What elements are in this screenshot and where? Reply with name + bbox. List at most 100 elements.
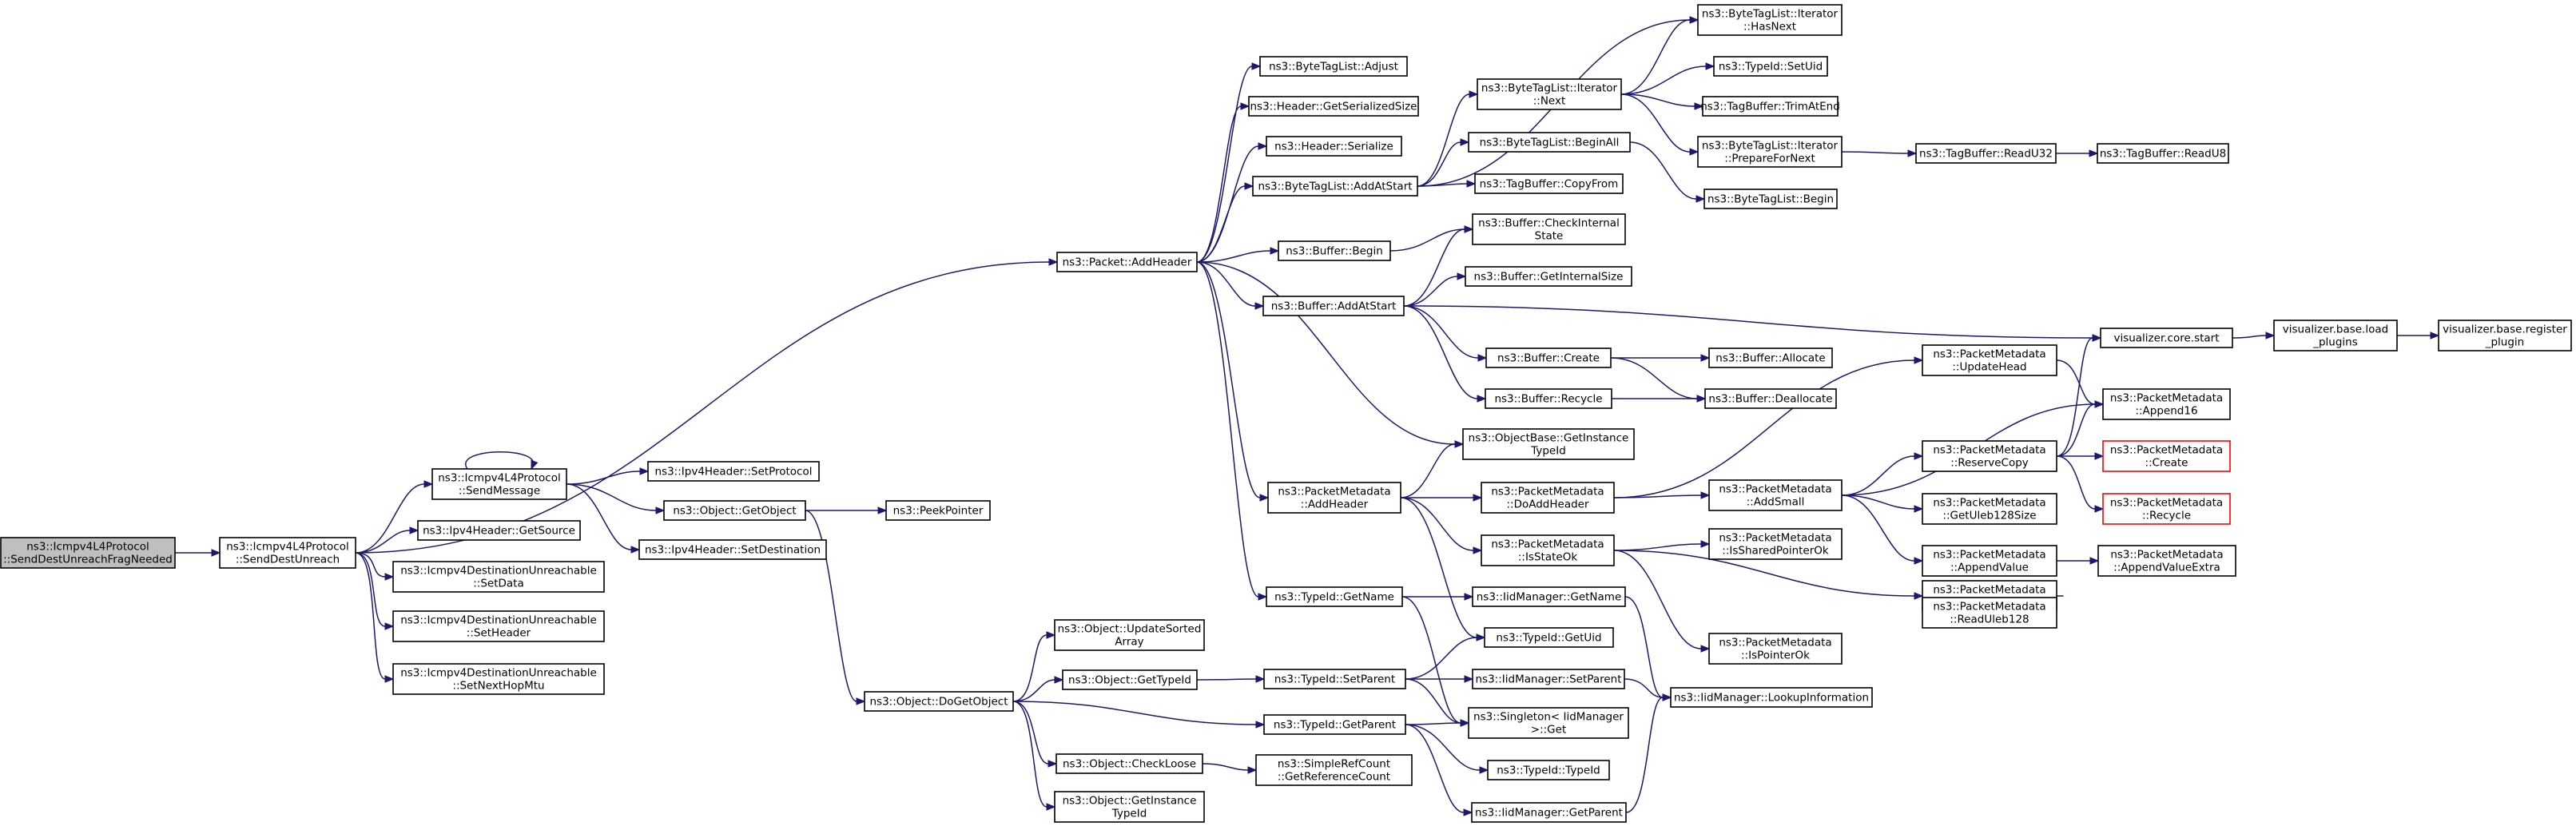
edge-doGetObject-to-objGetTypeId — [1012, 676, 1064, 702]
node-btlAdjust[interactable]: ns3::ByteTagList::Adjust — [1259, 56, 1408, 77]
node-box — [1922, 344, 2057, 376]
node-label: visualizer.core.start — [2113, 332, 2219, 345]
node-label: ns3::PacketMetadata — [1933, 444, 2045, 457]
node-label: ::GetUleb128Size — [1942, 510, 2036, 522]
edge-pmAddSmall-to-pmGetUleb128Size — [1841, 494, 1924, 513]
node-iidLookupInformation[interactable]: ns3::IidManager::LookupInformation — [1670, 687, 1873, 708]
node-ipv4SetDestination[interactable]: ns3::Ipv4Header::SetDestination — [638, 539, 827, 560]
node-btlBeginAll[interactable]: ns3::ByteTagList::BeginAll — [1468, 132, 1631, 153]
node-typeIdTypeId[interactable]: ns3::TypeId::TypeId — [1487, 760, 1610, 780]
node-pmReserveCopy[interactable]: ns3::PacketMetadata::ReserveCopy — [1922, 440, 2057, 472]
node-box — [1267, 482, 1401, 514]
node-peekPointer[interactable]: ns3::PeekPointer — [885, 500, 991, 521]
node-label: ns3::PacketMetadata — [1933, 348, 2045, 361]
node-doGetObject[interactable]: ns3::Object::DoGetObject — [864, 691, 1014, 712]
node-pmReadUleb128[interactable]: ns3::PacketMetadata::ReadUleb128 — [1922, 597, 2057, 629]
edge-addHeader-to-btlAddAtStart — [1196, 182, 1254, 263]
node-pmRecycle[interactable]: ns3::PacketMetadata::Recycle — [2102, 493, 2231, 525]
node-btlItPrepareForNext[interactable]: ns3::ByteTagList::Iterator::PrepareForNe… — [1697, 136, 1843, 168]
node-btlAddAtStart[interactable]: ns3::ByteTagList::AddAtStart — [1252, 176, 1418, 197]
node-label: ns3::PacketMetadata — [1719, 483, 1831, 496]
edge-pmAppendValue-to-pmAppendValueExtra — [2056, 557, 2100, 565]
node-checkLoose[interactable]: ns3::Object::CheckLoose — [1055, 753, 1203, 774]
node-vizBaseRegisterPlugin[interactable]: visualizer.base.register_plugin — [2438, 320, 2572, 351]
node-label: ns3::ByteTagList::Iterator — [1481, 82, 1618, 95]
node-ipv4GetSource[interactable]: ns3::Ipv4Header::GetSource — [417, 520, 581, 541]
node-btlItHasNext[interactable]: ns3::ByteTagList::Iterator::HasNext — [1697, 4, 1843, 36]
node-bufCreate[interactable]: ns3::Buffer::Create — [1485, 347, 1612, 368]
node-tbTrimAtEnd[interactable]: ns3::TagBuffer::TrimAtEnd — [1700, 96, 1840, 117]
node-label: _plugins — [2312, 336, 2358, 349]
node-pmAppendValueExtra[interactable]: ns3::PacketMetadata::AppendValueExtra — [2097, 545, 2236, 577]
node-bufRecycle[interactable]: ns3::Buffer::Recycle — [1485, 388, 1612, 409]
node-getReferenceCount[interactable]: ns3::SimpleRefCount::GetReferenceCount — [1255, 754, 1413, 786]
node-label: ns3::IidManager::GetName — [1477, 591, 1622, 604]
node-typeIdSetParent[interactable]: ns3::TypeId::SetParent — [1263, 669, 1406, 689]
node-box — [2273, 320, 2398, 351]
node-pmAddSmall[interactable]: ns3::PacketMetadata::AddSmall — [1708, 479, 1843, 511]
node-box — [1062, 669, 1198, 690]
node-objGetTypeId[interactable]: ns3::Object::GetTypeId — [1062, 669, 1198, 690]
node-vizCoreStart[interactable]: visualizer.core.start — [2100, 328, 2233, 348]
node-bufAllocate[interactable]: ns3::Buffer::Allocate — [1708, 347, 1833, 368]
node-sendDestUnreach[interactable]: ns3::Icmpv4L4Protocol::SendDestUnreach — [219, 537, 356, 569]
node-pmAddHeader[interactable]: ns3::PacketMetadata::AddHeader — [1267, 482, 1401, 514]
node-root[interactable]: ns3::Icmpv4L4Protocol::SendDestUnreachFr… — [0, 537, 176, 569]
node-btlItNext[interactable]: ns3::ByteTagList::Iterator::Next — [1477, 78, 1622, 110]
node-tbCopyFrom[interactable]: ns3::TagBuffer::CopyFrom — [1474, 173, 1624, 194]
call-edges — [175, 16, 2440, 816]
node-box — [1487, 760, 1610, 780]
node-hdrGetSerializedSize[interactable]: ns3::Header::GetSerializedSize — [1248, 96, 1419, 117]
edge-objGetObject-to-peekPointer — [805, 506, 888, 514]
node-label: ns3::TypeId::SetParent — [1274, 673, 1395, 686]
node-label: ns3::ByteTagList::Iterator — [1702, 140, 1839, 153]
node-typeIdGetParent[interactable]: ns3::TypeId::GetParent — [1263, 714, 1406, 735]
node-pmUpdateHead[interactable]: ns3::PacketMetadata::UpdateHead — [1922, 344, 2057, 376]
node-pmAppend16[interactable]: ns3::PacketMetadata::Append16 — [2102, 388, 2231, 420]
node-bufAddAtStart[interactable]: ns3::Buffer::AddAtStart — [1262, 296, 1405, 316]
node-btlBegin[interactable]: ns3::ByteTagList::Begin — [1703, 189, 1838, 209]
node-pmIsPointerOk[interactable]: ns3::PacketMetadata::IsPointerOk — [1708, 633, 1843, 665]
node-objGetObject[interactable]: ns3::Object::GetObject — [663, 500, 806, 521]
node-box — [392, 663, 605, 695]
node-pmGetUleb128Size[interactable]: ns3::PacketMetadata::GetUleb128Size — [1922, 493, 2057, 525]
node-tbReadU8[interactable]: ns3::TagBuffer::ReadU8 — [2097, 143, 2229, 164]
node-addHeader[interactable]: ns3::Packet::AddHeader — [1056, 252, 1198, 272]
node-tbReadU32[interactable]: ns3::TagBuffer::ReadU32 — [1915, 143, 2057, 164]
node-hdrSerialize[interactable]: ns3::Header::Serialize — [1266, 136, 1402, 157]
node-duSetData[interactable]: ns3::Icmpv4DestinationUnreachable::SetDa… — [392, 561, 605, 593]
node-sendMessage[interactable]: ns3::Icmpv4L4Protocol::SendMessage — [431, 468, 567, 500]
node-label: ::Next — [1533, 95, 1566, 108]
node-box — [1481, 482, 1615, 514]
node-bufGetInternalSize[interactable]: ns3::Buffer::GetInternalSize — [1465, 266, 1632, 287]
edge-bufCreate-to-bufAllocate — [1611, 354, 1711, 362]
node-pmIsSharedPointerOk[interactable]: ns3::PacketMetadata::IsSharedPointerOk — [1708, 528, 1843, 560]
node-iidSetParent[interactable]: ns3::IidManager::SetParent — [1472, 669, 1625, 689]
node-box — [638, 539, 827, 560]
node-label: ns3::TagBuffer::CopyFrom — [1480, 178, 1619, 191]
node-typeIdGetName[interactable]: ns3::TypeId::GetName — [1266, 586, 1403, 607]
node-singletonGet[interactable]: ns3::Singleton< IidManager>::Get — [1468, 707, 1629, 739]
node-pmAppendValue[interactable]: ns3::PacketMetadata::AppendValue — [1922, 545, 2057, 577]
node-bufDeallocate[interactable]: ns3::Buffer::Deallocate — [1704, 388, 1837, 409]
edge-pmIsStateOk-to-pmReadItems — [1613, 550, 1924, 600]
node-ipv4SetProtocol[interactable]: ns3::Ipv4Header::SetProtocol — [647, 461, 820, 482]
node-iidGetParent[interactable]: ns3::IidManager::GetParent — [1471, 802, 1627, 823]
node-duSetHeader[interactable]: ns3::Icmpv4DestinationUnreachable::SetHe… — [392, 610, 605, 642]
node-typeIdSetUid[interactable]: ns3::TypeId::SetUid — [1713, 56, 1828, 77]
node-box — [1702, 96, 1839, 117]
node-pmCreate[interactable]: ns3::PacketMetadata::Create — [2102, 440, 2231, 472]
node-box — [1484, 627, 1614, 648]
node-duSetNextHopMtu[interactable]: ns3::Icmpv4DestinationUnreachable::SetNe… — [392, 663, 605, 695]
node-typeIdGetUid[interactable]: ns3::TypeId::GetUid — [1484, 627, 1614, 648]
node-label: ns3::PacketMetadata — [1719, 532, 1831, 545]
node-bufBegin[interactable]: ns3::Buffer::Begin — [1278, 240, 1391, 261]
node-vizBaseLoadPlugins[interactable]: visualizer.base.load_plugins — [2273, 320, 2398, 351]
node-pmDoAddHeader[interactable]: ns3::PacketMetadata::DoAddHeader — [1481, 482, 1615, 514]
node-pmIsStateOk[interactable]: ns3::PacketMetadata::IsStateOk — [1481, 534, 1615, 566]
node-iidGetName[interactable]: ns3::IidManager::GetName — [1472, 586, 1626, 607]
